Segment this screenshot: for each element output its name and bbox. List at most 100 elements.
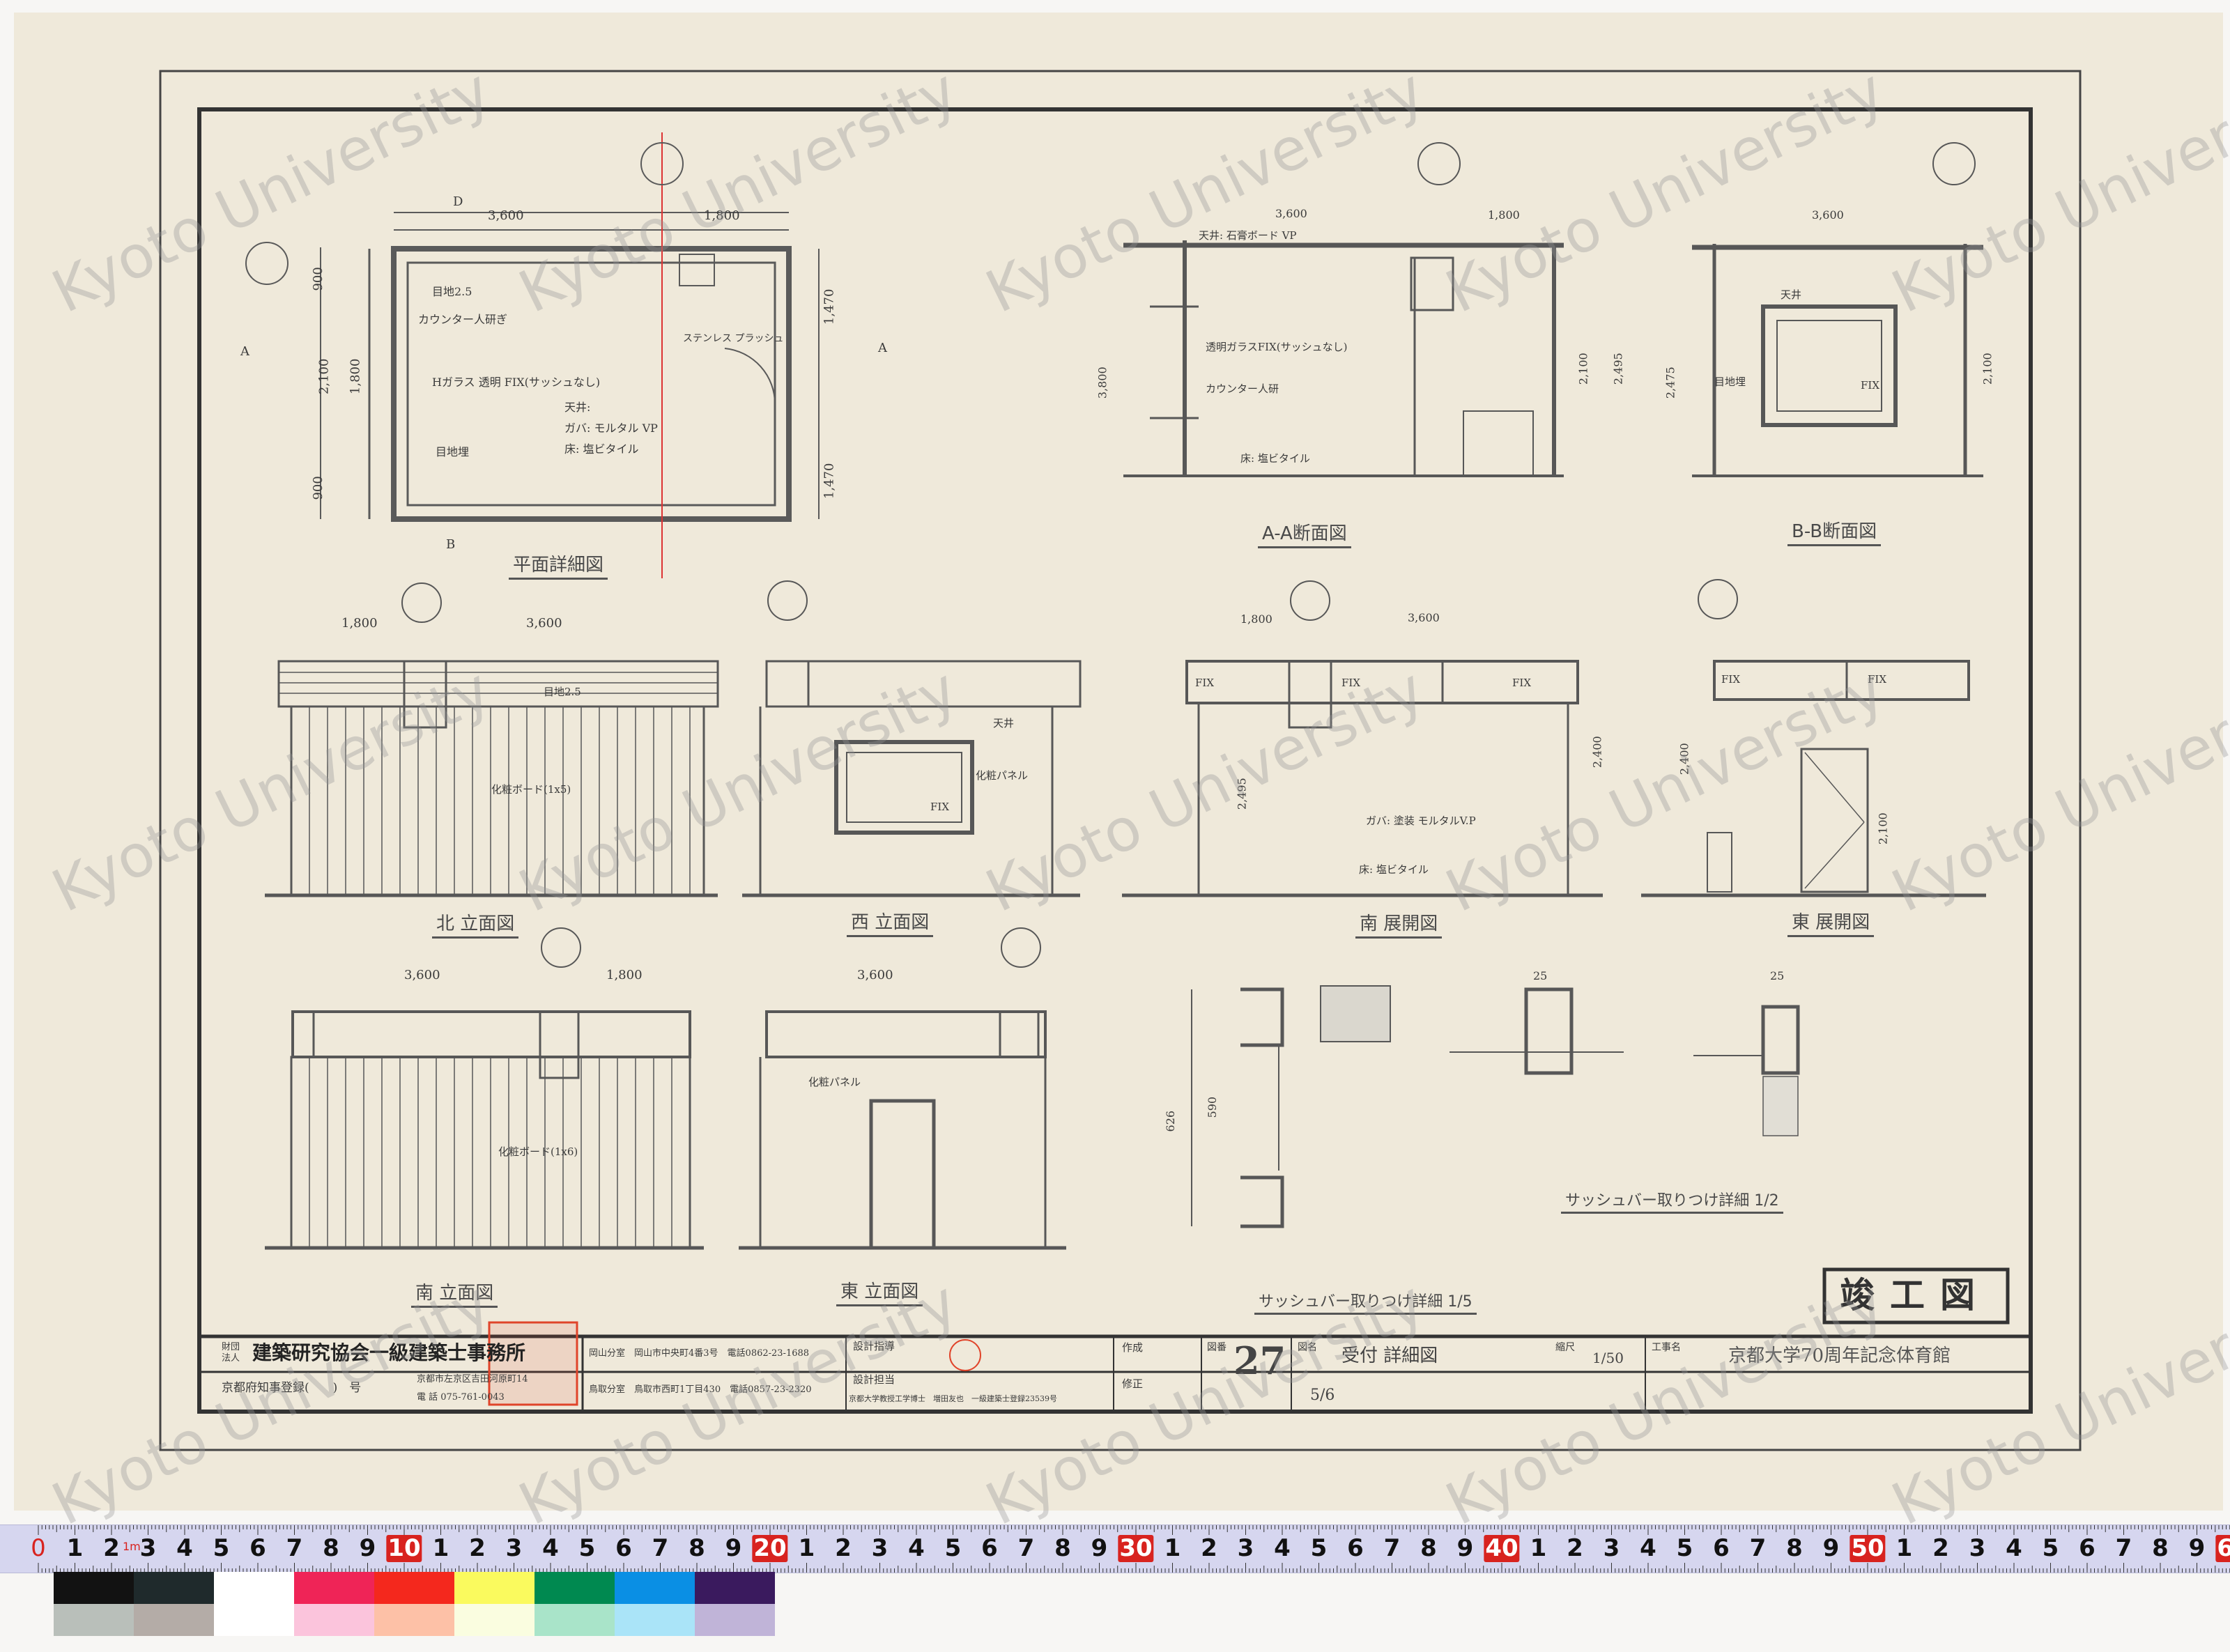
section-aa-label: A-A断面図 [1258,519,1351,548]
drawing-no-label: 図番 [1207,1342,1226,1353]
sash-detail-label: サッシュバー取りつけ詳細 1/5 [1254,1289,1477,1315]
aa-note: 天井: 石膏ボード VP [1199,229,1297,242]
ruler-number: 30 [1118,1534,1154,1563]
sash-dim: 25 [1533,969,1548,982]
south-dev-note: FIX [1512,677,1532,689]
plan-note: Hガラス 透明 FIX(サッシュなし) [432,376,601,389]
south-dev-note: FIX [1195,677,1215,689]
color-patch [54,1604,134,1636]
ruler-number: 8 [2152,1534,2169,1562]
plan-note: ステンレス プラッシュ [683,333,784,344]
aa-note: カウンター人研 [1206,383,1279,395]
plan-dim: 1,800 [348,358,363,395]
color-patch [214,1572,294,1604]
ruler-number: 7 [1749,1534,1767,1562]
ruler-number: 6 [981,1534,998,1562]
east-dev-dim: 2,400 [1677,743,1691,775]
ruler-number: 8 [1786,1534,1803,1562]
section-bb-label: B-B断面図 [1787,517,1882,546]
north-elevation-label: 北 立面図 [432,909,519,939]
east-dev-note: FIX [1721,673,1741,686]
west-note: 天井 [993,717,1015,729]
plan-note: カウンター人研ぎ [418,313,508,326]
ruler-number: 4 [1274,1534,1291,1562]
ruler-number: 1 [1164,1534,1181,1562]
section-mark: A [240,344,249,359]
ruler-number: 7 [1017,1534,1035,1562]
bb-dim: 3,600 [1812,208,1844,222]
sash-dim: 590 [1206,1096,1220,1118]
ruler-number: 5 [944,1534,962,1562]
color-patch [294,1572,374,1604]
ruler-number: 9 [1456,1534,1474,1562]
org-name: 建築研究協会一級建築士事務所 [252,1341,526,1364]
okayama-branch: 岡山分室 岡山市中央町4番3号 電話0862-23-1688 [589,1348,810,1359]
west-elevation-view [742,580,1082,897]
drawing-name-label: 図名 [1298,1342,1317,1353]
sheet-fraction: 5/6 [1310,1387,1335,1404]
ruler-number: 2 [1567,1534,1583,1562]
west-elevation-label: 西 立面図 [847,908,934,937]
section-mark: A [878,341,887,355]
ruler-number: 2 [1201,1534,1217,1562]
ruler-number: 1 [798,1534,815,1562]
ruler-number: 0 [31,1534,46,1562]
bb-note: 目地埋 [1714,376,1746,388]
ruler-number: 6 [2079,1534,2096,1562]
north-dim: 1,800 [341,616,378,631]
color-patch [615,1604,695,1636]
north-dim: 3,600 [526,616,562,631]
south-dev-note: FIX [1341,677,1361,689]
title-block-lines [199,1267,2031,1412]
plan-note: ガバ: モルタル VP [564,422,658,435]
plan-note: 目地2.5 [432,285,472,298]
ruler-number: 8 [1420,1534,1437,1562]
south-dev-dim: 1,800 [1240,612,1272,626]
outer-border [159,70,2082,1451]
aa-dim: 2,100 [1576,353,1590,385]
project-label: 工事名 [1652,1342,1681,1353]
ruler-number: 5 [1676,1534,1693,1562]
color-patch [54,1572,134,1604]
color-patch [454,1604,535,1636]
south-elevation-label: 南 立面図 [411,1279,498,1308]
ruler-number: 1 [432,1534,449,1562]
scale-value: 1/50 [1592,1350,1624,1366]
south-elev-dim: 1,800 [606,968,643,982]
east-development-view [1641,579,1986,897]
ruler-number: 6 [1713,1534,1730,1562]
bb-dim: 2,100 [1981,353,1994,385]
aa-dim: 3,600 [1275,207,1307,220]
west-note: 化粧パネル [976,769,1029,782]
drawing-name: 受付 詳細図 [1341,1345,1438,1366]
color-patch [695,1572,775,1604]
scale-label: 縮尺 [1555,1342,1575,1353]
ruler-number: 1 [66,1534,84,1562]
ruler-unit-mark: 1m [123,1540,141,1553]
color-patch [134,1604,214,1636]
design-charge: 京都大学教授工学博士 増田友也 一級建築士登録23539号 [849,1394,1057,1403]
east-elev-dim: 3,600 [857,968,893,982]
created-label: 作成 [1122,1341,1144,1354]
tottori-branch: 鳥取分室 鳥取市西町1丁目430 電話0857-23-2320 [589,1384,812,1395]
ruler-number: 9 [1822,1534,1840,1562]
color-patch [454,1572,535,1604]
ruler-number: 4 [2006,1534,2022,1562]
aa-note: 透明ガラスFIX(サッシュなし) [1206,341,1348,353]
ruler-number: 3 [1603,1534,1620,1562]
ruler-number: 8 [689,1534,705,1562]
north-note: 目地2.5 [544,686,581,698]
ruler-number: 2 [103,1534,120,1562]
ruler-number: 7 [1383,1534,1401,1562]
red-seal [488,1321,578,1406]
ruler-number: 3 [505,1534,523,1562]
south-elev-dim: 3,600 [404,968,440,982]
east-elevation-view [739,927,1066,1250]
plan-dim: 3,600 [488,208,524,223]
south-dev-dim: 3,600 [1408,611,1440,624]
south-dev-dim: 2,400 [1590,736,1604,769]
east-elev-note: 化粧パネル [808,1076,861,1088]
ruler-number: 4 [542,1534,559,1562]
ruler-number: 5 [2042,1534,2059,1562]
color-patch [535,1604,615,1636]
